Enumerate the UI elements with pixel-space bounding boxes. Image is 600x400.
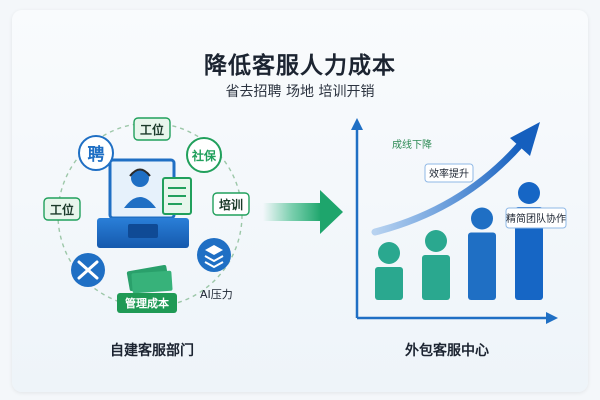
page-subtitle: 省去招聘 场地 培训开销 [225, 84, 375, 100]
badge-cost-label: 管理成本 [125, 296, 169, 310]
bar-1 [375, 267, 403, 300]
efficiency-badge: 效率提升 [424, 163, 474, 183]
badge-workstation-top: 工位 [133, 117, 171, 141]
badge-recruit-label: 聘 [88, 144, 105, 165]
money-stack-icon [126, 264, 173, 294]
badge-workstation-left-label: 工位 [50, 202, 74, 217]
badge-social-insurance: 社保 [186, 137, 222, 173]
bar-head-3 [471, 207, 493, 230]
team-label: 精简团队协作 [506, 212, 566, 225]
badge-recruit: 聘 [78, 135, 114, 171]
bar-group [375, 182, 543, 300]
badge-checklist [71, 253, 105, 287]
badge-workstation-top-label: 工位 [140, 122, 164, 137]
badge-training-label: 培训 [219, 197, 243, 212]
transition-arrow [263, 190, 343, 234]
cost-down-label: 成线下降 [392, 138, 432, 151]
bar-head-1 [378, 242, 400, 264]
agent-illustration [97, 158, 192, 248]
bar-head-2 [425, 230, 447, 252]
badge-workstation-left: 工位 [43, 197, 81, 221]
bar-2 [422, 255, 450, 300]
bar-head-4 [518, 182, 540, 204]
bar-3 [468, 232, 496, 300]
badge-ai-stack [197, 238, 231, 272]
cross-icon [77, 260, 99, 280]
trend-arrow [371, 122, 540, 236]
layers-icon [205, 245, 223, 255]
badge-training: 培训 [212, 192, 250, 216]
ai-pressure-label: AI压力 [200, 288, 233, 301]
badge-social-label: 社保 [191, 148, 217, 163]
badge-management-cost: 管理成本 [117, 293, 177, 313]
bar-4 [515, 207, 543, 300]
infographic-card [12, 10, 588, 392]
efficiency-label: 效率提升 [429, 167, 469, 180]
chart-axes [351, 118, 558, 324]
page-title: 降低客服人力成本 [204, 53, 396, 79]
team-badge: 精简团队协作 [505, 207, 567, 229]
right-caption: 外包客服中心 [405, 343, 489, 359]
left-caption: 自建客服部门 [110, 343, 194, 359]
